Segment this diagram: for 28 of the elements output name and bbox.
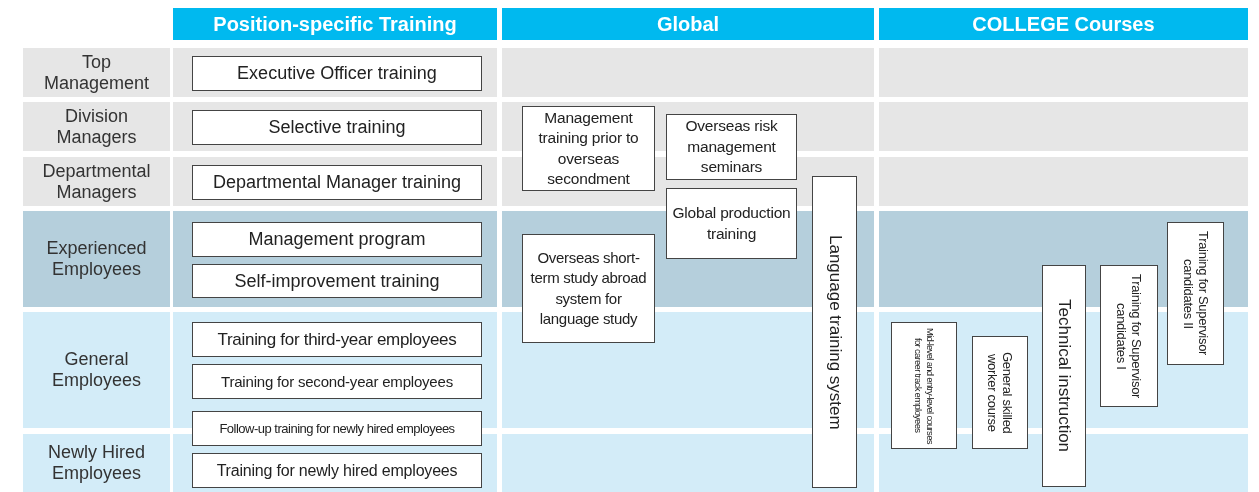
course-box: Self-improvement training — [192, 264, 482, 298]
row-label: Departmental Managers — [23, 157, 170, 206]
course-box: Training for Supervisor candidates I — [1100, 265, 1158, 407]
course-box: General skilled worker course — [972, 336, 1028, 449]
row-label: General Employees — [23, 312, 170, 428]
course-box: Overseas short-term study abroad system for language study — [522, 234, 655, 343]
course-box: Management program — [192, 222, 482, 257]
course-box: Mid-level and entry-level courses for career track employees — [891, 322, 957, 449]
course-box: Technical instruction — [1042, 265, 1086, 487]
row-label: Newly Hired Employees — [23, 434, 170, 492]
course-box: Training for Supervisor candidates II — [1167, 222, 1224, 365]
column-header: Global — [502, 8, 874, 40]
column-header: Position-specific Training — [173, 8, 497, 40]
row-label: Top Management — [23, 48, 170, 97]
course-box: Selective training — [192, 110, 482, 145]
course-box: Training for second-year employees — [192, 364, 482, 399]
course-box: Executive Officer training — [192, 56, 482, 91]
course-box: Training for newly hired employees — [192, 453, 482, 488]
column-header: COLLEGE Courses — [879, 8, 1248, 40]
course-box: Departmental Manager training — [192, 165, 482, 200]
course-box: Management training prior to overseas secondment — [522, 106, 655, 191]
course-box: Training for third-year employees — [192, 322, 482, 357]
row-label: Division Managers — [23, 102, 170, 151]
course-box: Language training system — [812, 176, 857, 488]
course-box: Follow-up training for newly hired employees — [192, 411, 482, 446]
course-box: Overseas risk management seminars — [666, 114, 797, 180]
row-label: Experienced Employees — [23, 211, 170, 307]
course-box: Global production training — [666, 188, 797, 259]
